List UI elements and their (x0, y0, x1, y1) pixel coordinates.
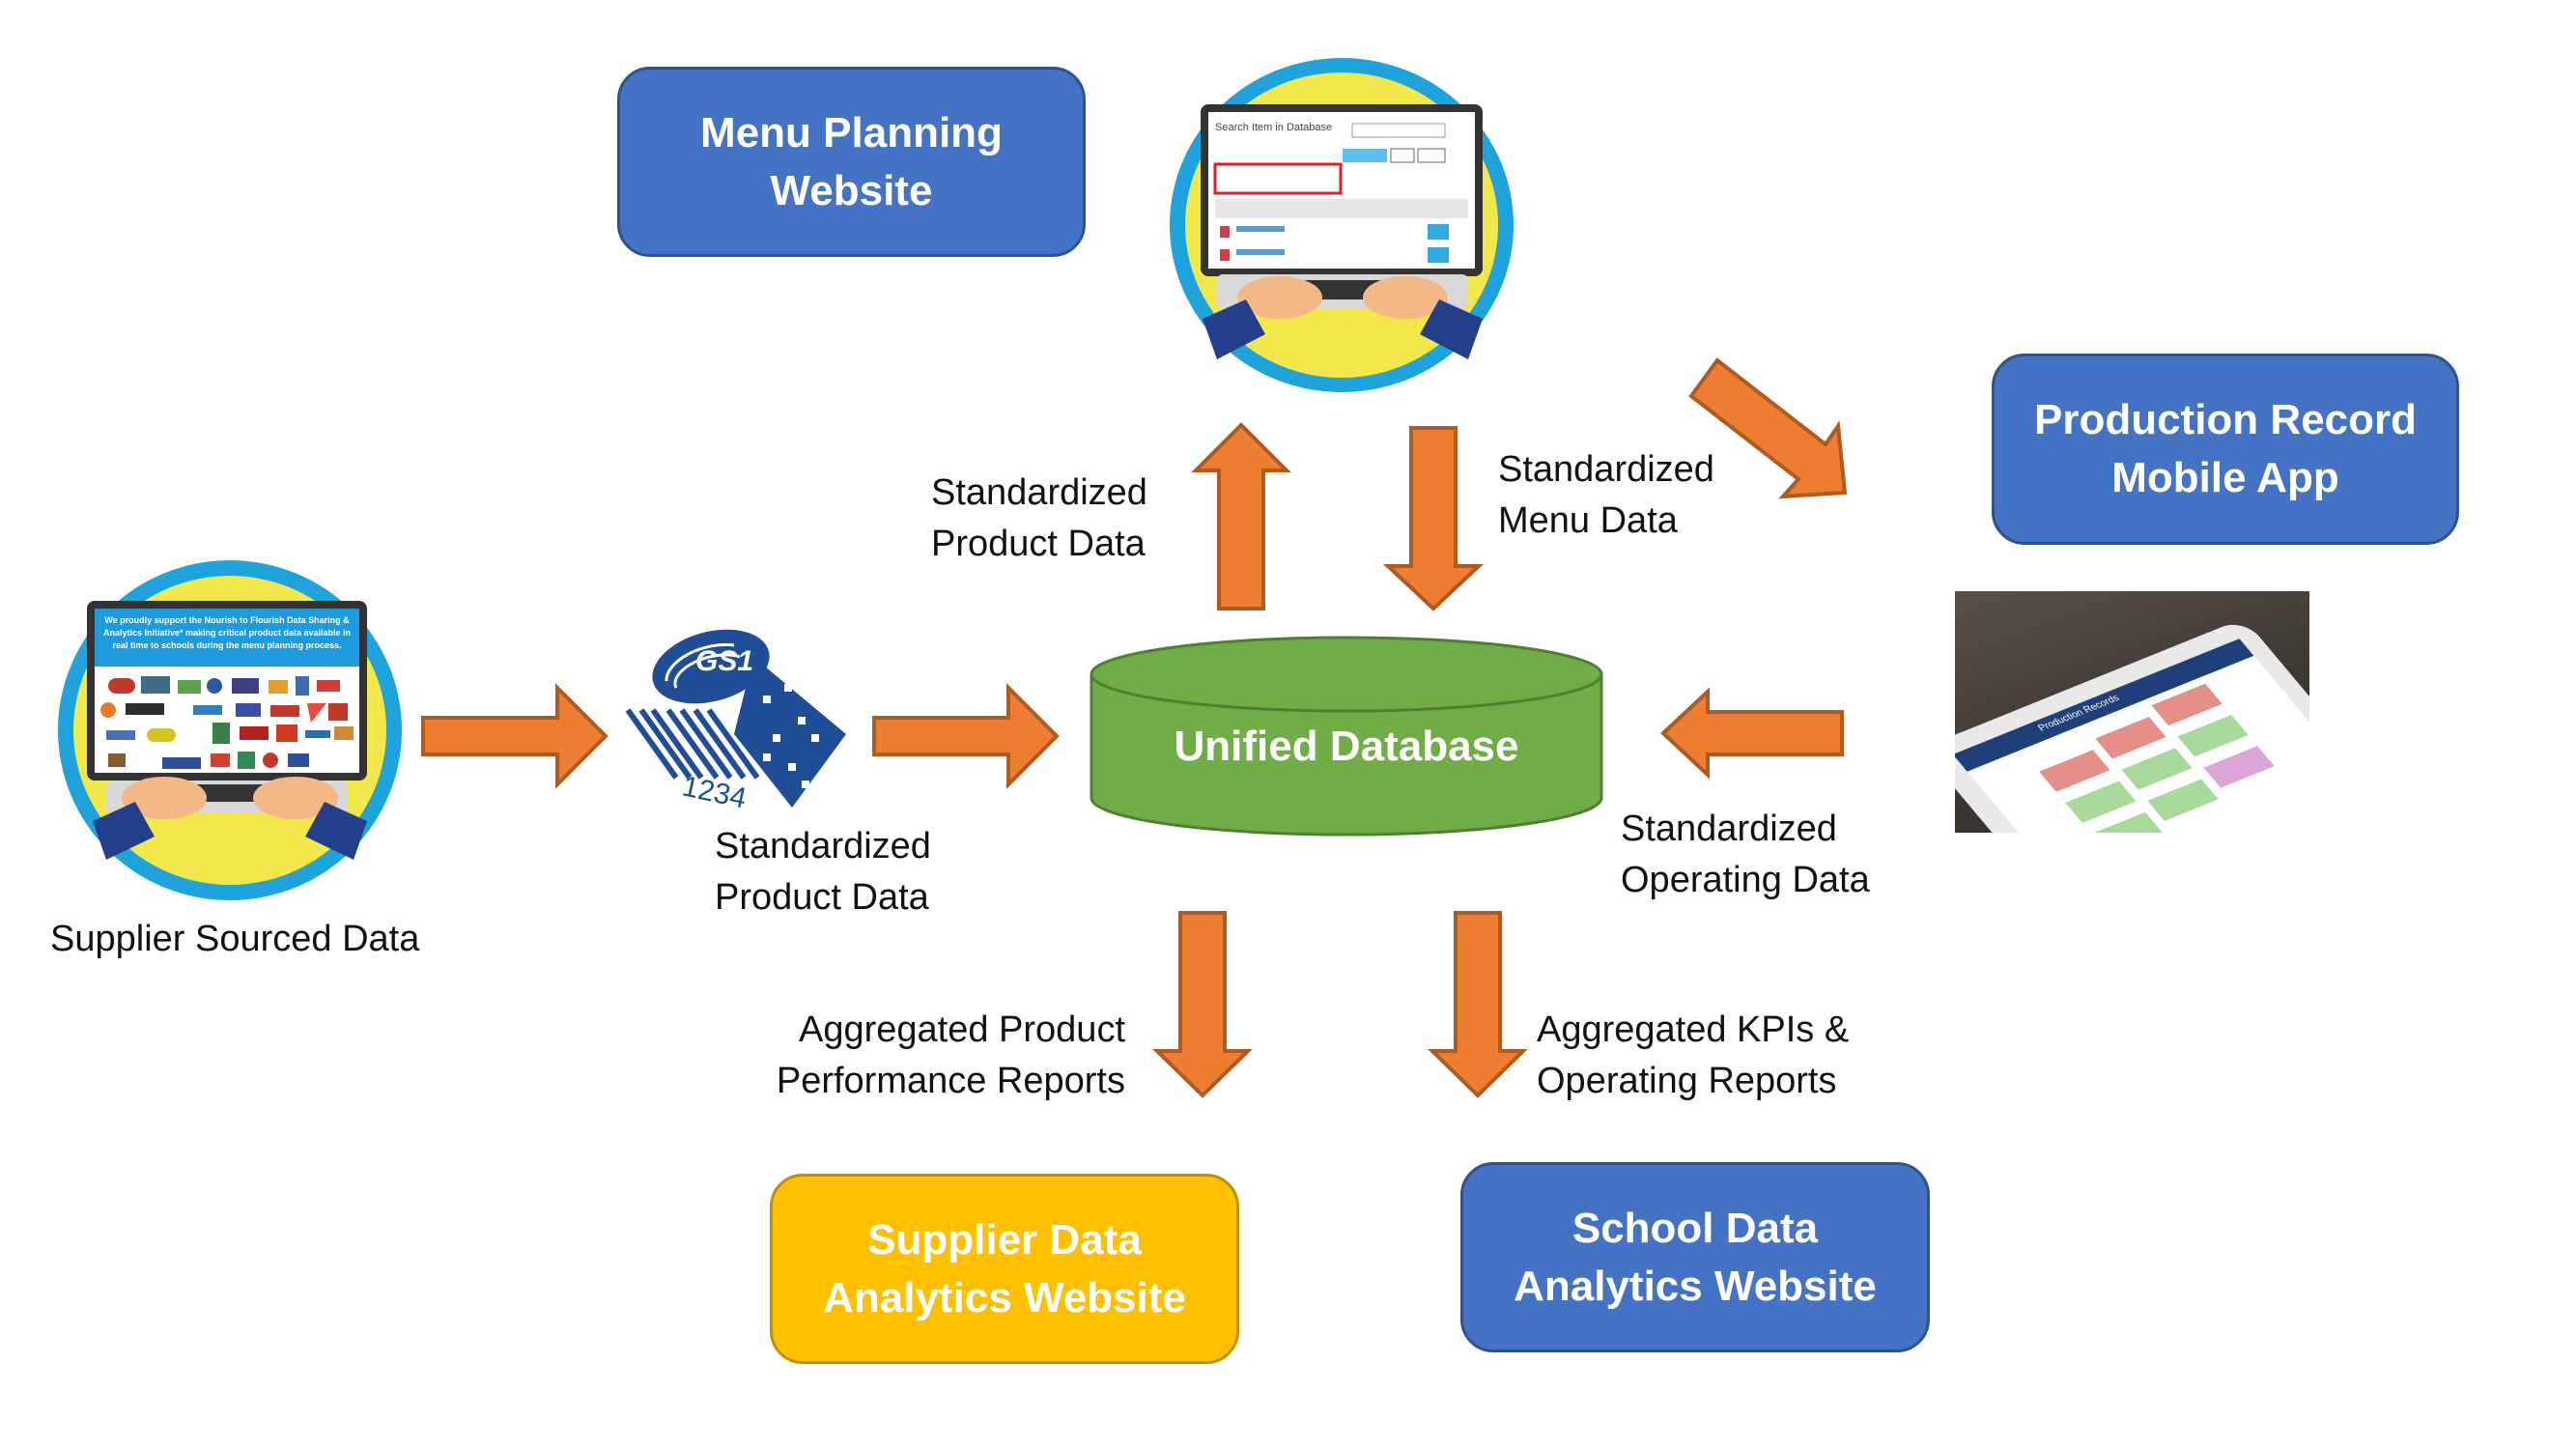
label-standardized-menu-data: Standardized Menu Data (1498, 449, 1714, 541)
menu-planning-laptop-illustration (1170, 58, 1514, 392)
arrow-production-to-database-left (1660, 687, 1844, 780)
label-standardized-product-data-bottom: Standardized Product Data (715, 826, 931, 918)
arrow-supplier-to-gs1 (421, 683, 609, 789)
supplier-laptop-banner-text: We proudly support the Nourish to Flouri… (102, 615, 352, 650)
production-record-label: Production Record Mobile App (2033, 396, 2418, 501)
arrow-database-to-supplier-analytics (1152, 911, 1253, 1098)
menu-planning-website-node: Menu Planning Website (617, 67, 1086, 257)
label-standardized-product-data-top: Standardized Product Data (931, 472, 1147, 564)
label-standardized-operating-data: Standardized Operating Data (1621, 809, 1870, 900)
unified-database-cylinder (1090, 636, 1603, 837)
arrow-menu-to-production-diagonal (1688, 357, 1848, 499)
arrow-menu-to-database-down (1382, 426, 1485, 611)
label-aggregated-product-reports: Aggregated Product Performance Reports (776, 1009, 1125, 1101)
supplier-data-analytics-node: Supplier Data Analytics Website (770, 1174, 1239, 1364)
label-supplier-sourced-data: Supplier Sourced Data (50, 919, 420, 959)
supplier-analytics-label: Supplier Data Analytics Website (823, 1215, 1186, 1321)
gs1-logo-text: GS1 (695, 645, 754, 677)
gs1-barcode-logo (625, 629, 846, 808)
production-record-mobile-app-node: Production Record Mobile App (1992, 354, 2459, 545)
supplier-laptop-illustration (58, 560, 402, 900)
brand-logos (100, 676, 354, 769)
production-record-tablet-photo: Production Records (1955, 591, 2309, 833)
unified-database-label: Unified Database (1174, 723, 1519, 770)
arrow-database-to-school-analytics (1428, 911, 1528, 1098)
arrow-gs1-to-database (872, 683, 1060, 789)
label-aggregated-kpis-reports: Aggregated KPIs & Operating Reports (1537, 1009, 1850, 1101)
menu-planning-label: Menu Planning Website (700, 108, 1003, 214)
school-analytics-label: School Data Analytics Website (1514, 1204, 1877, 1310)
menu-laptop-title: Search Item in Database (1215, 122, 1333, 133)
school-data-analytics-node: School Data Analytics Website (1460, 1162, 1930, 1352)
arrow-database-to-menu-up (1191, 422, 1291, 611)
